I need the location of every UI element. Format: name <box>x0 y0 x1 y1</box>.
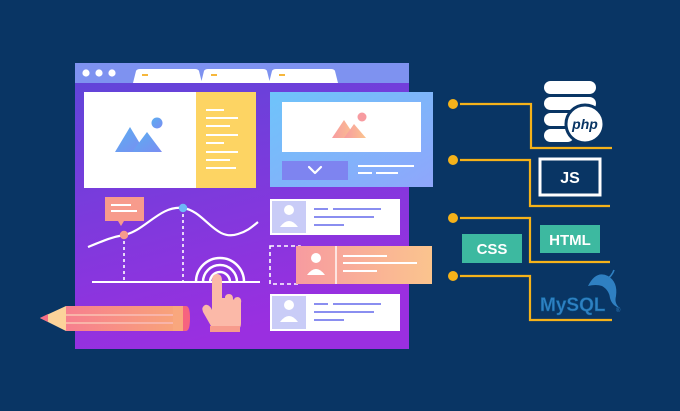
css-label: CSS <box>477 241 508 258</box>
dropdown-button[interactable] <box>282 161 348 180</box>
js-badge: JS <box>538 157 602 197</box>
css-badge: CSS <box>462 234 522 263</box>
js-label: JS <box>560 170 580 187</box>
connector-node <box>446 97 460 283</box>
text-panel <box>196 92 256 188</box>
media-card <box>270 92 433 187</box>
image-text-block <box>84 92 256 188</box>
mysql-logo: MySQL ® <box>540 269 621 316</box>
dolphin-icon <box>588 274 620 308</box>
connectors <box>453 102 612 322</box>
window-dot-icon <box>95 69 103 77</box>
user-icon <box>280 205 298 227</box>
chevron-down-icon <box>307 165 323 175</box>
browser-tab[interactable] <box>269 69 338 83</box>
image-icon <box>115 117 163 152</box>
graph-point <box>119 230 129 240</box>
user-list-row-selected[interactable] <box>269 245 432 285</box>
html-label: HTML <box>549 232 591 249</box>
line-graph-illustration <box>87 197 260 283</box>
database-icon <box>544 81 606 145</box>
user-list-row[interactable] <box>270 294 400 331</box>
php-label: php <box>571 116 598 132</box>
pencil-icon <box>40 306 190 331</box>
graph-point <box>178 203 188 213</box>
window-dot-icon <box>108 69 116 77</box>
user-icon <box>307 253 325 275</box>
window-dot-icon <box>82 69 90 77</box>
svg-text:®: ® <box>616 307 621 314</box>
browser-tab[interactable] <box>133 69 202 83</box>
tap-hand-icon <box>202 274 242 332</box>
mysql-label: MySQL <box>540 295 606 316</box>
tooltip-box <box>105 197 144 221</box>
browser-tab[interactable] <box>201 69 270 83</box>
user-icon <box>280 300 298 322</box>
user-list-row[interactable] <box>270 199 400 235</box>
html-badge: HTML <box>540 225 600 253</box>
image-icon <box>332 112 367 138</box>
